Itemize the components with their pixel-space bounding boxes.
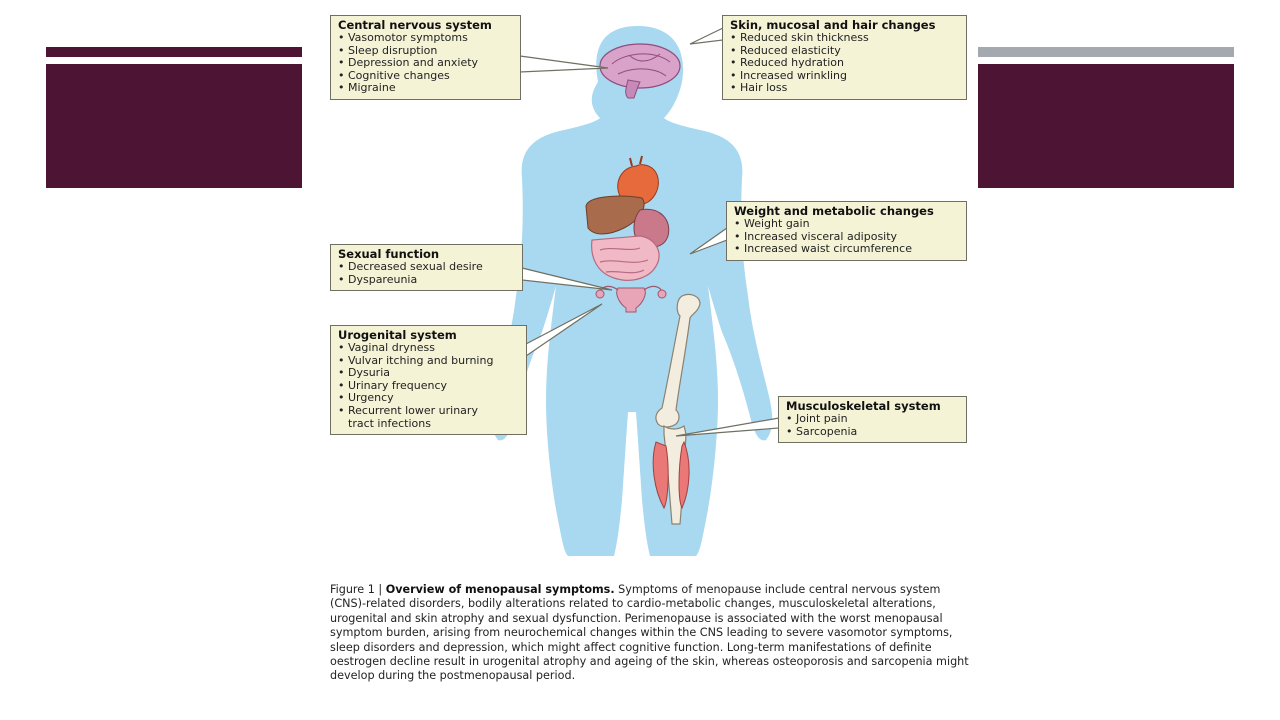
figure-caption: Figure 1 | Overview of menopausal sympto… <box>330 583 970 684</box>
symptom-item: Reduced skin thickness <box>730 31 959 45</box>
title-bar-accent-left <box>46 47 302 57</box>
symptom-item: Weight gain <box>734 217 959 231</box>
callout-sexual-function: Sexual function Decreased sexual desire … <box>330 244 523 292</box>
symptom-item: Urgency <box>338 392 519 405</box>
callout-title: Musculoskeletal system <box>786 399 941 413</box>
female-body-illustration <box>491 26 780 556</box>
symptom-item: Dyspareunia <box>338 273 515 287</box>
symptom-item: Depression and anxiety <box>338 57 513 70</box>
symptom-item: Reduced hydration <box>730 57 959 70</box>
symptom-item: Cognitive changes <box>338 69 513 83</box>
symptom-item: Vasomotor symptoms <box>338 31 513 45</box>
brain-illustration <box>599 43 681 99</box>
symptom-item: Migraine <box>338 82 513 95</box>
symptom-item: Recurrent lower urinary <box>338 404 519 418</box>
symptom-item-continuation: tract infections <box>348 416 431 430</box>
symptom-item: Increased waist circumference <box>734 243 959 256</box>
femur-bone-illustration <box>655 293 701 428</box>
callout-title: Urogenital system <box>338 328 457 342</box>
symptom-item: Vulvar itching and burning <box>338 354 519 368</box>
symptom-item: Vaginal dryness <box>338 341 519 355</box>
symptom-item: Joint pain <box>786 412 959 426</box>
callout-title: Skin, mucosal and hair changes <box>730 18 936 32</box>
heart-illustration <box>617 155 659 206</box>
callout-title: Weight and metabolic changes <box>734 204 934 218</box>
caption-text: Symptoms of menopause include central ne… <box>330 583 969 683</box>
title-block-right <box>978 64 1234 188</box>
symptom-item: Dysuria <box>338 367 519 380</box>
caption-label: Figure 1 | <box>330 583 383 596</box>
uterus-illustration <box>595 285 667 313</box>
symptom-item: Sarcopenia <box>786 425 959 439</box>
callout-weight-metabolic: Weight and metabolic changes Weight gain… <box>726 201 967 261</box>
symptom-item: Reduced elasticity <box>730 44 959 58</box>
callout-skin-mucosal-hair: Skin, mucosal and hair changes Reduced s… <box>722 15 967 100</box>
callout-title: Sexual function <box>338 247 440 261</box>
symptom-item: Decreased sexual desire <box>338 260 515 274</box>
caption-title: Overview of menopausal symptoms. <box>385 583 615 596</box>
callout-musculoskeletal-system: Musculoskeletal system Joint pain Sarcop… <box>778 396 967 444</box>
calf-muscle-illustration <box>652 440 690 510</box>
title-block-left <box>46 64 302 188</box>
callout-urogenital-system: Urogenital system Vaginal dryness Vulvar… <box>330 325 527 436</box>
symptom-item: Increased visceral adiposity <box>734 230 959 244</box>
symptom-item: Increased wrinkling <box>730 69 959 83</box>
title-bar-accent-right <box>978 47 1234 57</box>
symptom-item: Sleep disruption <box>338 44 513 58</box>
callout-central-nervous-system: Central nervous system Vasomotor symptom… <box>330 15 521 100</box>
symptom-item: Hair loss <box>730 82 959 95</box>
symptom-item: Urinary frequency <box>338 379 519 393</box>
callout-leader-lines <box>519 27 780 437</box>
callout-title: Central nervous system <box>338 18 492 32</box>
intestines-illustration <box>591 235 660 281</box>
